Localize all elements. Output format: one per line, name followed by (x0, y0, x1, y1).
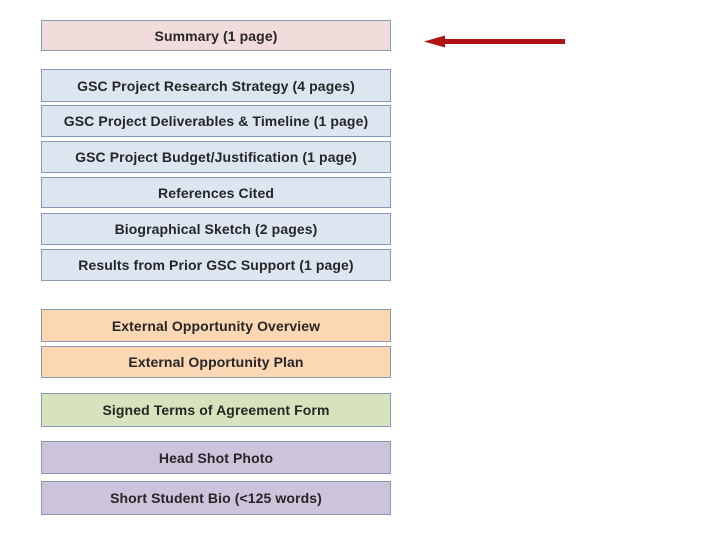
box-deliverables-timeline: GSC Project Deliverables & Timeline (1 p… (41, 105, 391, 137)
box-external-plan: External Opportunity Plan (41, 346, 391, 378)
box-short-student-bio: Short Student Bio (<125 words) (41, 481, 391, 515)
box-budget-justification: GSC Project Budget/Justification (1 page… (41, 141, 391, 173)
box-references-cited: References Cited (41, 177, 391, 208)
box-biographical-sketch: Biographical Sketch (2 pages) (41, 213, 391, 245)
box-head-shot-photo: Head Shot Photo (41, 441, 391, 474)
box-summary: Summary (1 page) (41, 20, 391, 51)
box-prior-support-results: Results from Prior GSC Support (1 page) (41, 249, 391, 281)
red-left-arrow-icon (424, 35, 565, 48)
box-terms-of-agreement: Signed Terms of Agreement Form (41, 393, 391, 427)
box-research-strategy: GSC Project Research Strategy (4 pages) (41, 69, 391, 102)
box-external-overview: External Opportunity Overview (41, 309, 391, 342)
